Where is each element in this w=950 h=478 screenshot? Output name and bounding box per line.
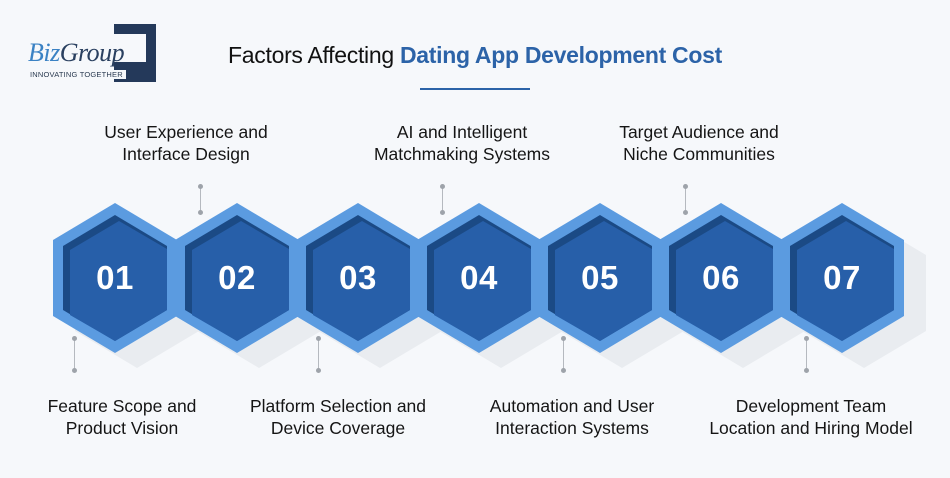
factor-label-line: Product Vision: [65, 418, 179, 438]
factor-label-02: User Experience and Interface Design: [66, 121, 306, 165]
factor-label-line: Location and Hiring Model: [709, 418, 913, 438]
logo-group: Group: [59, 38, 125, 67]
factor-number-07: 07: [823, 259, 861, 296]
title-underline: [420, 88, 530, 90]
page-title: Factors Affecting Dating App Development…: [0, 42, 950, 69]
factor-label-line: Platform Selection and: [249, 396, 427, 416]
factor-label-01: Feature Scope and Product Vision: [2, 395, 242, 439]
factor-number-01: 01: [96, 259, 134, 296]
title-prefix: Factors Affecting: [228, 42, 394, 68]
factor-label-line: Feature Scope and: [47, 396, 197, 416]
factor-label-line: Device Coverage: [270, 418, 406, 438]
connector-01: [72, 336, 77, 373]
logo-tagline: INNOVATING TOGETHER: [30, 70, 126, 79]
title-highlight: Dating App Development Cost: [399, 42, 722, 68]
factor-label-line: Development Team: [735, 396, 887, 416]
connector-02: [198, 184, 203, 215]
factor-label-line: Automation and User: [489, 396, 655, 416]
connector-04: [440, 184, 445, 215]
factor-label-line: Matchmaking Systems: [373, 144, 551, 164]
logo-biz: Biz: [28, 38, 60, 67]
connector-05: [561, 336, 566, 373]
factor-number-06: 06: [702, 259, 740, 296]
factor-label-line: Interaction Systems: [495, 418, 649, 438]
factor-label-07: Development Team Location and Hiring Mod…: [691, 395, 931, 439]
factor-number-02: 02: [218, 259, 256, 296]
factor-label-06: Target Audience and Niche Communities: [579, 121, 819, 165]
factor-label-line: Interface Design: [122, 144, 250, 164]
connector-03: [316, 336, 321, 373]
factor-label-03: Platform Selection and Device Coverage: [218, 395, 458, 439]
factor-number-04: 04: [460, 259, 498, 296]
factor-label-line: Target Audience and: [619, 122, 779, 142]
factor-label-05: Automation and User Interaction Systems: [452, 395, 692, 439]
factor-label-line: AI and Intelligent: [396, 122, 528, 142]
connector-06: [683, 184, 688, 215]
bizgroup-logo: BizGroup INNOVATING TOGETHER: [24, 24, 156, 84]
logo-wordmark: BizGroup: [28, 38, 125, 68]
factor-label-line: Niche Communities: [623, 144, 775, 164]
logo-frame-cutout: [90, 34, 146, 62]
factor-number-03: 03: [339, 259, 377, 296]
connector-07: [804, 336, 809, 373]
factor-number-05: 05: [581, 259, 619, 296]
factor-label-line: User Experience and: [104, 122, 268, 142]
factor-label-04: AI and Intelligent Matchmaking Systems: [342, 121, 582, 165]
